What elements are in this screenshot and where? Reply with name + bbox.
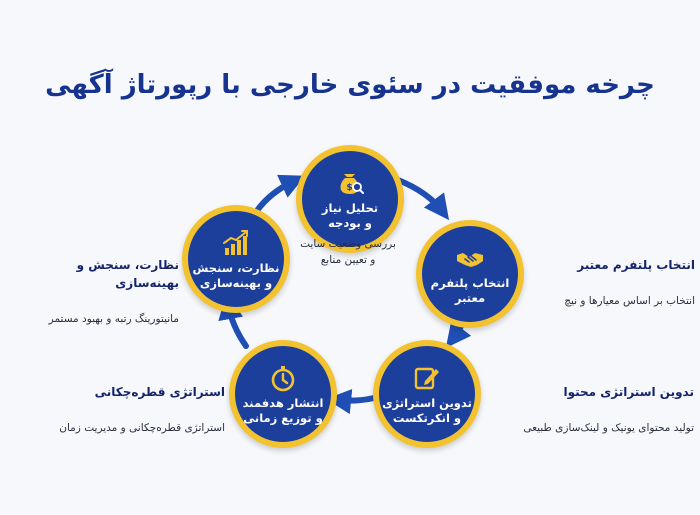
- note-monitoring: نظارت، سنجش و بهینه‌سازی مانیتورینگ رتبه…: [14, 237, 179, 346]
- step-publishing-node: انتشار هدفمند و توزیع زمانی: [229, 340, 337, 448]
- step-1-label: تحلیل نیاز و بودجه: [321, 200, 379, 230]
- center-note: بررسی وضعیت سایت و تعیین منابع: [300, 238, 396, 266]
- arrow-1-to-2: [395, 177, 450, 221]
- stopwatch-icon: [271, 365, 295, 391]
- note-strategy-desc: تولید محتوای یونیک و لینک‌سازی طبیعی: [523, 422, 694, 434]
- money-bag-search-icon: $: [340, 173, 364, 194]
- page-title: چرخه موفقیت در سئوی خارجی با رپورتاژ آگه…: [45, 70, 655, 100]
- note-strategy: تدوین استراتژی محتوا تولید محتوای یونیک …: [494, 364, 694, 455]
- note-strategy-title: تدوین استراتژی محتوا: [563, 385, 694, 399]
- note-publishing-title: استراتژی قطره‌چکانی: [94, 385, 225, 399]
- note-platform-desc: انتخاب بر اساس معیارها و نیچ: [564, 295, 695, 307]
- step-platform-node: انتخاب پلتفرم معتبر: [416, 220, 524, 328]
- arrow-5-to-1: [253, 174, 306, 215]
- arrow-3-to-4: [325, 388, 377, 415]
- step-3-label: تدوین استراتژی و انکرتکست: [382, 395, 472, 425]
- step-4-label: انتشار هدفمند و توزیع زمانی: [242, 395, 324, 425]
- note-publishing-desc: استراتژی قطره‌چکانی و مدیریت زمان: [59, 422, 225, 434]
- step-strategy-node: تدوین استراتژی و انکرتکست: [373, 340, 481, 448]
- step-needs-budget-node: $ تحلیل نیاز و بودجه: [296, 145, 404, 253]
- edit-note-icon: [414, 367, 439, 389]
- note-monitoring-desc: مانیتورینگ رتبه و بهبود مستمر: [48, 313, 179, 325]
- growth-chart-icon: [223, 229, 248, 255]
- note-publishing: استراتژی قطره‌چکانی استراتژی قطره‌چکانی …: [40, 364, 225, 455]
- note-platform: انتخاب پلتفرم معتبر انتخاب بر اساس معیار…: [525, 237, 695, 328]
- note-platform-title: انتخاب پلتفرم معتبر: [577, 258, 695, 272]
- handshake-icon: [457, 252, 483, 267]
- note-monitoring-title: نظارت، سنجش و بهینه‌سازی: [76, 258, 179, 290]
- step-5-label: نظارت، سنجش و بهینه‌سازی: [192, 260, 280, 290]
- svg-text:$: $: [346, 183, 352, 193]
- step-monitoring-node: نظارت، سنجش و بهینه‌سازی: [182, 205, 290, 313]
- step-2-label: انتخاب پلتفرم معتبر: [430, 275, 510, 305]
